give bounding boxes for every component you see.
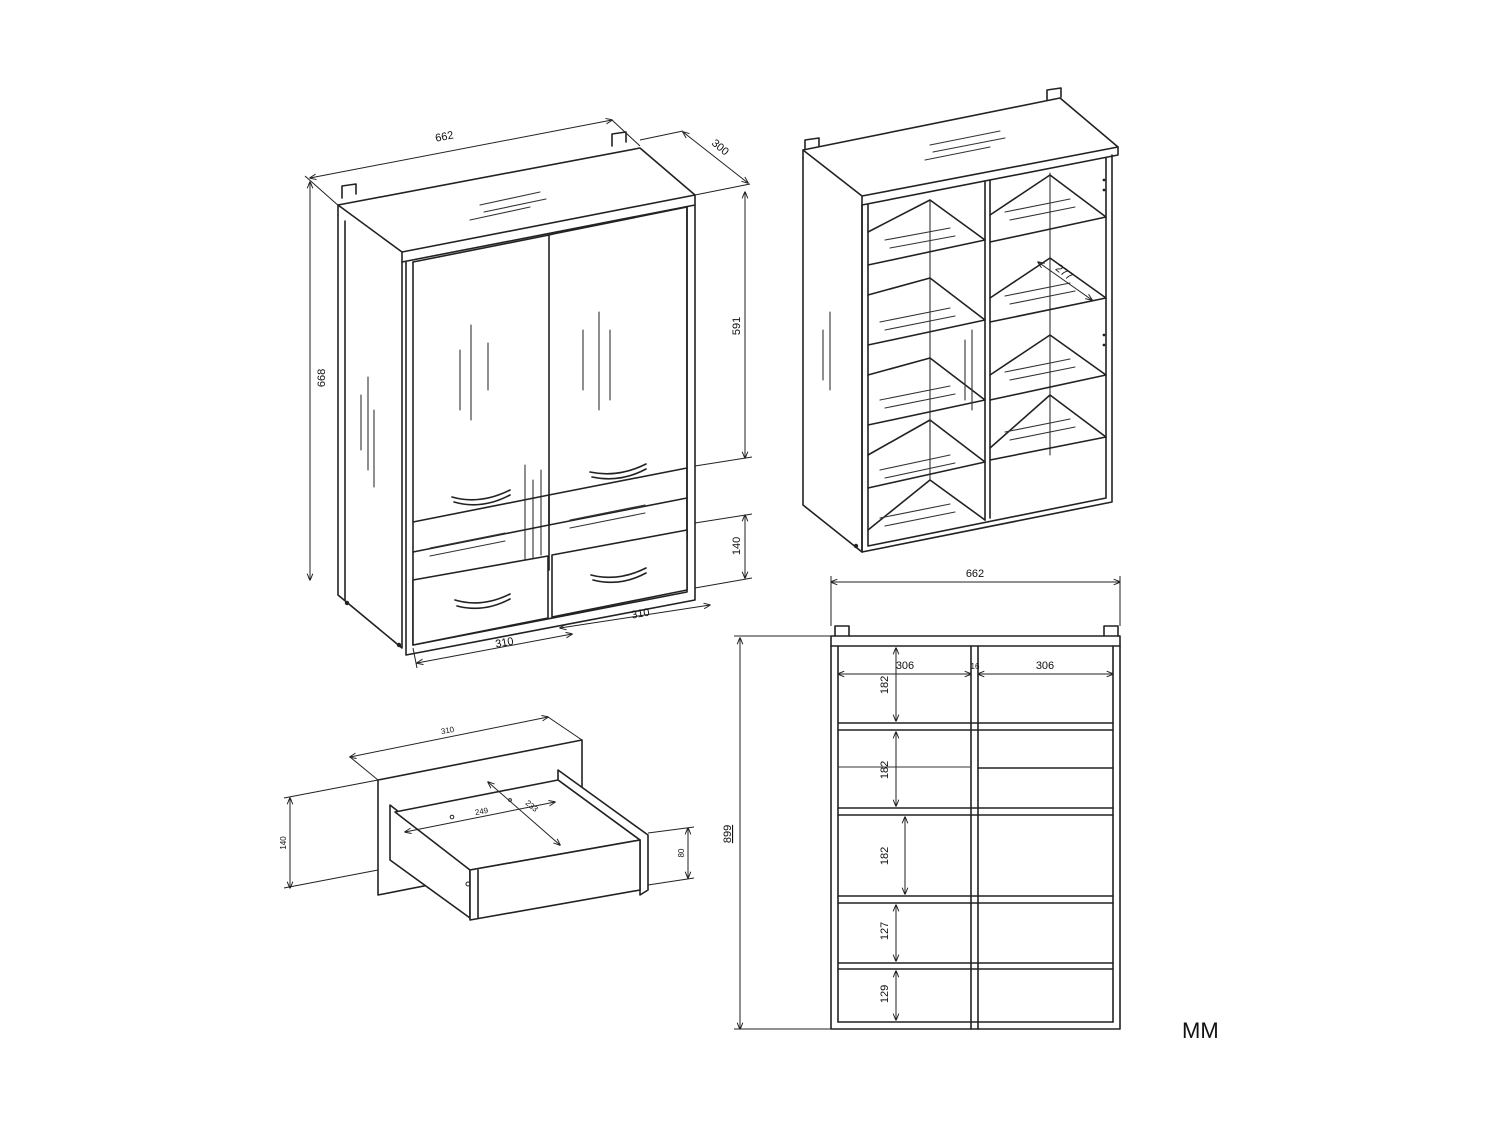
cabinet-closed-view: 662 300 668 591 140 310 310 xyxy=(304,120,753,669)
cabinet-open-view: 277 xyxy=(802,87,1119,553)
dim-left-compartment-width: 306 xyxy=(896,660,914,672)
cabinet-front-elevation: 662 306 16 306 899 182 182 182 127 129 xyxy=(722,568,1121,1030)
dim-shelf-depth: 277 xyxy=(1053,262,1075,283)
dim-shelf-spacing-4: 127 xyxy=(879,922,891,940)
dim-drawer-front-height: 140 xyxy=(279,836,288,850)
dim-drawer-left-width: 310 xyxy=(494,636,514,651)
dim-shelf-spacing-5: 129 xyxy=(879,985,891,1003)
dim-door-height: 591 xyxy=(731,317,743,335)
dim-front-width: 662 xyxy=(966,568,984,580)
unit-label: MM xyxy=(1182,1018,1219,1043)
dim-closed-width: 662 xyxy=(434,129,454,144)
drawer-detail-view: 310 140 80 249 233 xyxy=(279,717,695,921)
dim-front-height: 899 xyxy=(722,825,734,843)
dim-closed-height: 668 xyxy=(316,369,328,387)
dim-drawer-inner-width: 249 xyxy=(474,806,489,817)
dim-right-compartment-width: 306 xyxy=(1036,660,1054,672)
dim-shelf-spacing-2: 182 xyxy=(879,761,891,779)
dim-drawer-right-width: 310 xyxy=(630,607,650,622)
dim-shelf-spacing-3: 182 xyxy=(879,847,891,865)
dim-shelf-spacing-1: 182 xyxy=(879,676,891,694)
dim-divider-thickness: 16 xyxy=(971,662,980,671)
dim-drawer-box-height: 80 xyxy=(677,848,686,857)
dim-drawer-detail-width: 310 xyxy=(440,725,455,736)
dim-drawer-height: 140 xyxy=(731,537,743,555)
